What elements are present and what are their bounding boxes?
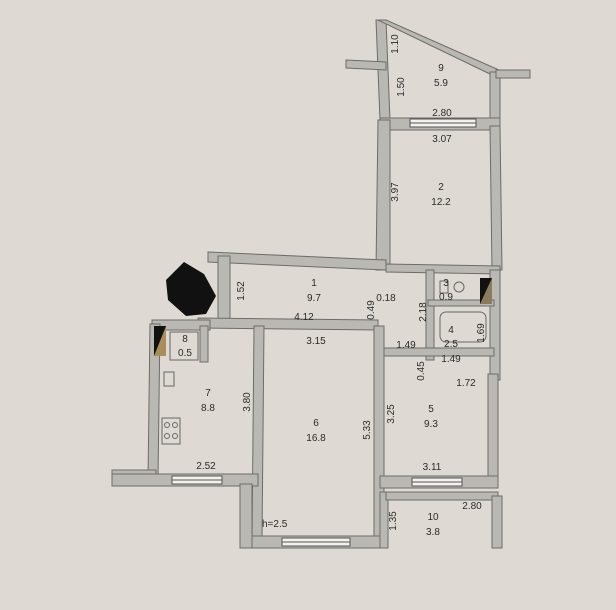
room-10-number: 10 bbox=[427, 512, 439, 523]
room-7-number: 7 bbox=[205, 388, 211, 399]
room-labels: 9 5.9 2 12.2 1 9.7 3 0.9 4 2.5 8 0.5 7 8… bbox=[178, 63, 458, 538]
room-6-area: 16.8 bbox=[306, 433, 326, 444]
dim-room1-wall-b: 0.18 bbox=[376, 293, 396, 304]
room-2-area: 12.2 bbox=[431, 197, 451, 208]
stove-burner-icon bbox=[164, 422, 170, 428]
dim-room4-offset: 0.45 bbox=[416, 361, 427, 381]
room-2-number: 2 bbox=[438, 182, 444, 193]
dim-room10-height: 1.35 bbox=[388, 511, 399, 531]
dim-room7-width: 2.52 bbox=[196, 461, 216, 472]
stove-burner-icon bbox=[164, 433, 170, 439]
wall-room10-left bbox=[379, 491, 389, 549]
wall-room2-right bbox=[489, 125, 503, 271]
wall-bath-left bbox=[425, 269, 435, 361]
dim-room1-height: 1.52 bbox=[236, 281, 247, 301]
vent-marker-right-light bbox=[480, 278, 492, 304]
dim-room2-width: 3.07 bbox=[432, 134, 452, 145]
stove-burner-icon bbox=[172, 433, 178, 439]
dim-room4-width-top: 1.49 bbox=[396, 340, 416, 351]
wall-room10-top bbox=[385, 491, 499, 501]
room-9-area: 5.9 bbox=[434, 78, 448, 89]
stove-burner-icon bbox=[172, 422, 178, 428]
dim-room7-height: 3.80 bbox=[242, 392, 253, 412]
dimension-labels: 1.10 1.50 2.80 3.07 3.97 1.52 4.12 0.49 … bbox=[196, 34, 487, 531]
wall-room1-left bbox=[217, 255, 231, 325]
sink-icon bbox=[163, 371, 175, 387]
dim-room10-width: 2.80 bbox=[462, 501, 482, 512]
dim-room6-height: 5.33 bbox=[362, 420, 373, 440]
wall-room1-top bbox=[207, 251, 387, 271]
wall-room6-left-low bbox=[239, 483, 253, 549]
wall-room7-room6-divider bbox=[251, 325, 265, 541]
room-8-area: 0.5 bbox=[178, 348, 192, 359]
dim-room9-height-top: 1.10 bbox=[390, 34, 401, 54]
room-1-area: 9.7 bbox=[307, 293, 321, 304]
room-6-number: 6 bbox=[313, 418, 319, 429]
wall-room10-right bbox=[491, 495, 503, 549]
wall-room5-right bbox=[487, 373, 499, 487]
room-3-number: 3 bbox=[443, 278, 449, 289]
windows bbox=[171, 118, 477, 547]
dim-room1-wall-a: 0.49 bbox=[366, 300, 377, 320]
room-10-area: 3.8 bbox=[426, 527, 440, 538]
toilet-icon bbox=[453, 281, 465, 293]
dim-room6-width: 3.15 bbox=[306, 336, 326, 347]
dim-room2-height: 3.97 bbox=[390, 182, 401, 202]
stove-icon bbox=[161, 417, 181, 445]
fixtures bbox=[154, 262, 492, 445]
dim-room1-width: 4.12 bbox=[294, 312, 314, 323]
toilet-tank-icon bbox=[439, 280, 449, 294]
dim-room4-width-bottom: 1.49 bbox=[441, 354, 461, 365]
room8-closet bbox=[169, 331, 199, 361]
room-9-number: 9 bbox=[438, 63, 444, 74]
room-8-number: 8 bbox=[182, 334, 188, 345]
room-7-area: 8.8 bbox=[201, 403, 215, 414]
dim-room5-width-bottom: 3.11 bbox=[423, 462, 442, 473]
dim-room9-height: 1.50 bbox=[396, 77, 407, 97]
room-3-area: 0.9 bbox=[439, 292, 453, 303]
room-1-number: 1 bbox=[311, 278, 317, 289]
wall-room2-left bbox=[375, 119, 391, 271]
wall-room2-bottom bbox=[385, 263, 501, 275]
dim-room9-width: 2.80 bbox=[432, 108, 452, 119]
wall-room1-bottom bbox=[197, 317, 379, 331]
dim-room4-height: 1.69 bbox=[476, 323, 487, 343]
bathtub-icon bbox=[439, 311, 487, 343]
wall-stub-left bbox=[345, 59, 387, 71]
ceiling-height: h=2.5 bbox=[262, 519, 288, 530]
room-5-number: 5 bbox=[428, 404, 434, 415]
wall-stub-right bbox=[495, 69, 531, 79]
dim-room3-height: 2.18 bbox=[418, 302, 429, 322]
vent-marker-left-light bbox=[154, 326, 166, 356]
room-4-number: 4 bbox=[448, 325, 454, 336]
redaction-mark bbox=[166, 262, 216, 316]
room-5-area: 9.3 bbox=[424, 419, 438, 430]
dim-room5-width: 1.72 bbox=[456, 378, 476, 389]
room-4-area: 2.5 bbox=[444, 339, 458, 350]
wall-bath-mid bbox=[427, 299, 495, 307]
wall-room8-right bbox=[199, 325, 209, 363]
dim-room5-height: 3.25 bbox=[386, 404, 397, 424]
